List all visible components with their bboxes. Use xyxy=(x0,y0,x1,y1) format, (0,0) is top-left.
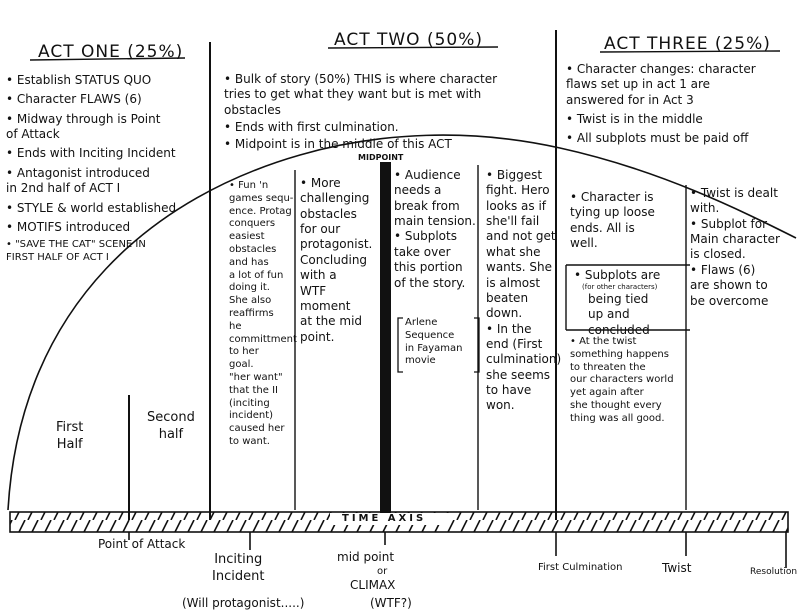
act-one-bullet: • Ends with Inciting Incident xyxy=(6,146,176,161)
first-half-label: First Half xyxy=(56,420,84,452)
column-tying-loose-ends: • Character is tying up loose ends. All … xyxy=(570,190,655,251)
column-resolution: • Twist is dealt with. • Subplot for Mai… xyxy=(690,186,780,308)
axis-inciting-incident: Inciting Incident xyxy=(212,552,265,584)
act-one-bullet: • Establish STATUS QUO xyxy=(6,73,152,87)
act-one-bullet: • "SAVE THE CAT" SCENE IN FIRST HALF OF … xyxy=(6,239,146,264)
act-three-title: ACT THREE (25%) xyxy=(604,34,771,54)
column-subplots-tied-2: being tied up and concluded xyxy=(588,292,650,337)
axis-climax: CLIMAX xyxy=(350,578,396,592)
act-three-bullet: • Twist is in the middle xyxy=(566,112,703,127)
act-three-bullets: • Character changes: character flaws set… xyxy=(566,62,798,147)
axis-point-of-attack: Point of Attack xyxy=(98,537,186,551)
act-three-bullet: • All subplots must be paid off xyxy=(566,131,749,146)
column-subplots-note: Arlene Sequence in Fayaman movie xyxy=(405,317,463,367)
act-one-title: ACT ONE (25%) xyxy=(38,42,184,62)
story-arc xyxy=(7,134,797,511)
axis-wtf: (WTF?) xyxy=(370,596,412,610)
act-two-underline xyxy=(327,46,499,49)
act-one-underline xyxy=(29,57,186,61)
act-two-bullet: • Ends with first culmination. xyxy=(224,120,399,135)
column-twist: • At the twist something happens to thre… xyxy=(570,336,674,424)
act-one-bullets: • Establish STATUS QUO • Character FLAWS… xyxy=(6,73,210,265)
column-subplots-tied: • Subplots are xyxy=(574,268,661,282)
time-axis-label: TIME AXIS xyxy=(342,513,427,524)
note-bracket xyxy=(397,317,480,373)
act-three-bullet: • Character changes: character flaws set… xyxy=(566,62,756,107)
act-three-underline xyxy=(599,50,781,53)
column-biggest-fight: • Biggest fight. Hero looks as if she'll… xyxy=(486,168,562,413)
midpoint-bar xyxy=(380,162,391,520)
act-one-bullet: • Midway through is Point of Attack xyxy=(6,111,161,142)
column-challenging-obstacles: • More challenging obstacles for our pro… xyxy=(300,176,373,344)
act-one-bullet: • Character FLAWS (6) xyxy=(6,92,142,107)
axis-or: or xyxy=(377,566,388,577)
act-two-title: ACT TWO (50%) xyxy=(334,30,484,50)
act-two-bullet: • Midpoint is in the middle of this ACT xyxy=(224,137,452,152)
act-two-bullet: • Bulk of story (50%) THIS is where char… xyxy=(224,72,498,117)
second-half-label: Second half xyxy=(147,410,195,442)
act-two-bullets: • Bulk of story (50%) THIS is where char… xyxy=(224,72,554,153)
midpoint-label: MIDPOINT xyxy=(358,153,404,162)
axis-will-protagonist: (Will protagonist.....) xyxy=(182,596,305,610)
column-subplots-tied-note: (for other characters) xyxy=(582,283,658,291)
axis-mid-point: mid point xyxy=(337,550,395,564)
column-subplots: • Audience needs a break from main tensi… xyxy=(394,168,476,290)
column-fun-and-games: • Fun 'n games sequ- ence. Protag conque… xyxy=(229,180,297,447)
axis-first-culmination: First Culmination xyxy=(538,562,623,573)
act-one-bullet: • Antagonist introduced in 2nd half of A… xyxy=(6,165,150,196)
act-one-bullet: • MOTIFS introduced xyxy=(6,219,131,234)
axis-twist: Twist xyxy=(662,561,692,575)
act-one-bullet: • STYLE & world established xyxy=(6,200,177,215)
axis-resolution: Resolution xyxy=(750,567,798,577)
